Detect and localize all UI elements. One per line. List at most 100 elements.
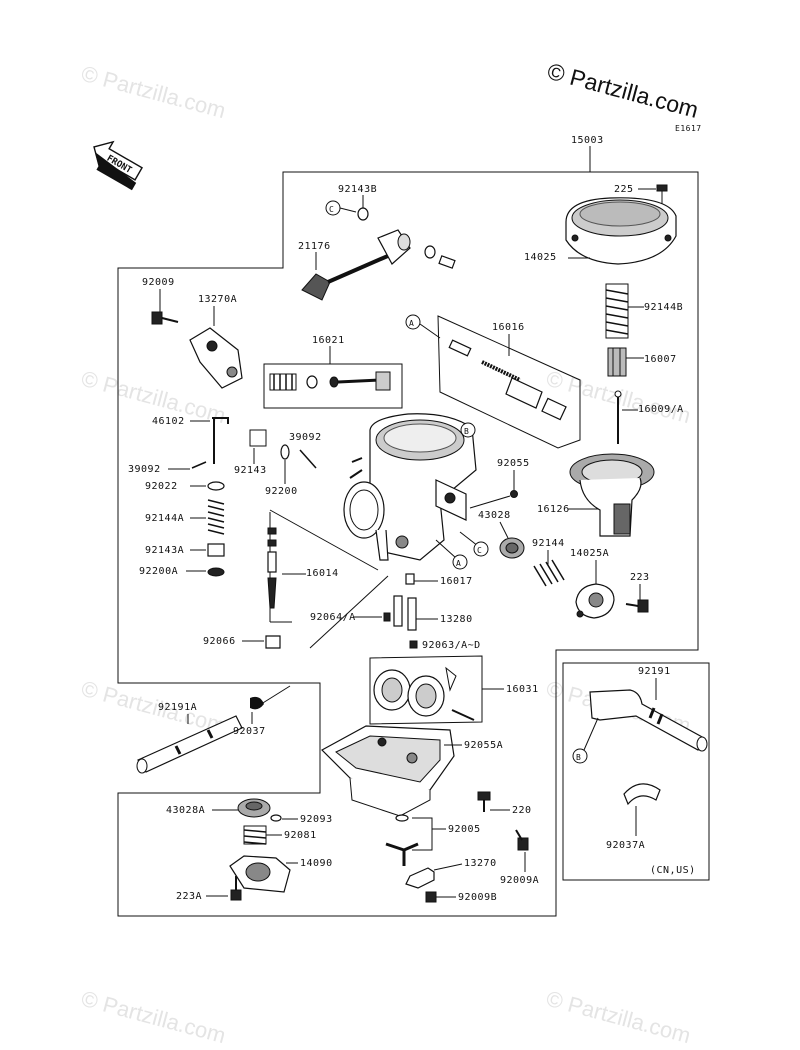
part-label-16014[interactable]: 16014 bbox=[306, 568, 339, 579]
screw-223-icon bbox=[625, 599, 649, 613]
cover-14090-icon bbox=[229, 855, 291, 893]
part-label-16009A[interactable]: 16009/A bbox=[638, 404, 684, 415]
group-box-16016 bbox=[437, 315, 581, 449]
throttle-bracket-13270A-icon bbox=[189, 327, 243, 389]
part-label-92022[interactable]: 92022 bbox=[145, 481, 178, 492]
washer-92022-icon bbox=[207, 481, 225, 491]
pilot-screw-16021-icon bbox=[269, 371, 391, 391]
part-label-92143[interactable]: 92143 bbox=[234, 465, 267, 476]
assembly-frame bbox=[117, 171, 699, 917]
plug-92066-icon bbox=[265, 635, 281, 649]
part-label-46102[interactable]: 46102 bbox=[152, 416, 185, 427]
collar-92143-icon bbox=[249, 429, 267, 447]
part-label-14025A[interactable]: 14025A bbox=[570, 548, 609, 559]
throttle-sensor-16014-icon bbox=[267, 527, 277, 609]
part-label-92200[interactable]: 92200 bbox=[265, 486, 298, 497]
carburetor-body-icon bbox=[343, 413, 477, 561]
part-label-92055A[interactable]: 92055A bbox=[464, 740, 503, 751]
float-bowl-icon bbox=[321, 725, 455, 817]
part-label-43028[interactable]: 43028 bbox=[478, 510, 511, 521]
brand-logo: © Partzilla.com bbox=[545, 58, 701, 123]
spring-92144A-icon bbox=[207, 499, 225, 535]
callout-b-letter: B bbox=[464, 427, 469, 436]
part-label-16126[interactable]: 16126 bbox=[537, 504, 570, 515]
part-label-92005[interactable]: 92005 bbox=[448, 824, 481, 835]
part-label-43028A[interactable]: 43028A bbox=[166, 805, 205, 816]
part-label-92144[interactable]: 92144 bbox=[532, 538, 565, 549]
part-label-92063AD[interactable]: 92063/A~D bbox=[422, 640, 481, 651]
part-label-92200A[interactable]: 92200A bbox=[139, 566, 178, 577]
oring-92093-icon bbox=[270, 814, 282, 822]
part-label-13270A[interactable]: 13270A bbox=[198, 294, 237, 305]
bracket-92005 bbox=[412, 817, 446, 851]
jet-92064-icon bbox=[383, 595, 403, 627]
part-label-39092b[interactable]: 39092 bbox=[289, 432, 322, 443]
part-label-16021[interactable]: 16021 bbox=[312, 335, 345, 346]
group-box-16031 bbox=[369, 655, 483, 725]
part-label-92191A[interactable]: 92191A bbox=[158, 702, 197, 713]
part-label-223[interactable]: 223 bbox=[630, 572, 650, 583]
part-label-16016[interactable]: 16016 bbox=[492, 322, 525, 333]
screw-92009A-icon bbox=[515, 829, 529, 851]
inset-box-cn-us bbox=[562, 662, 710, 881]
part-label-92093[interactable]: 92093 bbox=[300, 814, 333, 825]
part-label-92191[interactable]: 92191 bbox=[638, 666, 671, 677]
part-label-92009B[interactable]: 92009B bbox=[458, 892, 497, 903]
needle-jet-13280-icon bbox=[407, 597, 417, 631]
starter-plunger-21176-icon bbox=[301, 229, 456, 301]
part-label-21176[interactable]: 21176 bbox=[298, 241, 331, 252]
washer-92200-icon bbox=[280, 444, 290, 460]
front-arrow-icon: FRONT bbox=[93, 140, 143, 191]
screw-220-icon bbox=[477, 791, 491, 812]
clip-92037-icon bbox=[250, 696, 264, 710]
part-label-92055[interactable]: 92055 bbox=[497, 458, 530, 469]
part-label-14090[interactable]: 14090 bbox=[300, 858, 333, 869]
watermark: © Partzilla.com bbox=[79, 61, 229, 124]
part-label-14025[interactable]: 14025 bbox=[524, 252, 557, 263]
watermark: © Partzilla.com bbox=[79, 986, 229, 1046]
part-label-13270[interactable]: 13270 bbox=[464, 858, 497, 869]
part-label-92037A[interactable]: 92037A bbox=[606, 840, 645, 851]
spring-92081-icon bbox=[243, 825, 267, 845]
part-label-92144A[interactable]: 92144A bbox=[145, 513, 184, 524]
part-label-16031[interactable]: 16031 bbox=[506, 684, 539, 695]
float-16031-icon bbox=[373, 666, 475, 721]
needle-holder-16007-icon bbox=[607, 347, 627, 377]
part-label-39092a[interactable]: 39092 bbox=[128, 464, 161, 475]
part-label-225[interactable]: 225 bbox=[614, 184, 634, 195]
callout-a bbox=[405, 314, 421, 330]
part-label-13280[interactable]: 13280 bbox=[440, 614, 473, 625]
part-label-92064A[interactable]: 92064/A bbox=[310, 612, 356, 623]
washer-92200A-icon bbox=[207, 567, 225, 577]
part-label-92009[interactable]: 92009 bbox=[142, 277, 175, 288]
group-box-16021 bbox=[263, 363, 403, 409]
jet-16017-icon bbox=[405, 573, 415, 585]
tee-fitting-92005-icon bbox=[385, 842, 419, 866]
part-label-16007[interactable]: 16007 bbox=[644, 354, 677, 365]
callout-a-letter: A bbox=[409, 319, 414, 328]
washer-92143B-icon bbox=[357, 207, 369, 221]
accel-pump-16016-icon bbox=[448, 339, 567, 421]
part-label-92144B[interactable]: 92144B bbox=[644, 302, 683, 313]
part-label-92009A[interactable]: 92009A bbox=[500, 875, 539, 886]
part-label-92081[interactable]: 92081 bbox=[284, 830, 317, 841]
part-label-16017[interactable]: 16017 bbox=[440, 576, 473, 587]
cover-14025A-icon bbox=[575, 583, 615, 619]
part-label-92143A[interactable]: 92143A bbox=[145, 545, 184, 556]
part-label-223A[interactable]: 223A bbox=[176, 891, 202, 902]
part-label-220[interactable]: 220 bbox=[512, 805, 532, 816]
spring-92144B-icon bbox=[605, 283, 629, 339]
oring-92005-icon bbox=[395, 814, 409, 822]
lever-46102-icon bbox=[212, 417, 229, 464]
region-note: (CN,US) bbox=[650, 865, 696, 876]
part-label-92066[interactable]: 92066 bbox=[203, 636, 236, 647]
part-label-15003[interactable]: 15003 bbox=[571, 135, 604, 146]
callout-b bbox=[460, 422, 476, 438]
watermark: © Partzilla.com bbox=[544, 986, 694, 1046]
callout-c2 bbox=[473, 541, 489, 557]
callout-c2-letter: C bbox=[477, 546, 482, 555]
part-label-92037[interactable]: 92037 bbox=[233, 726, 266, 737]
part-label-92143B[interactable]: 92143B bbox=[338, 184, 377, 195]
